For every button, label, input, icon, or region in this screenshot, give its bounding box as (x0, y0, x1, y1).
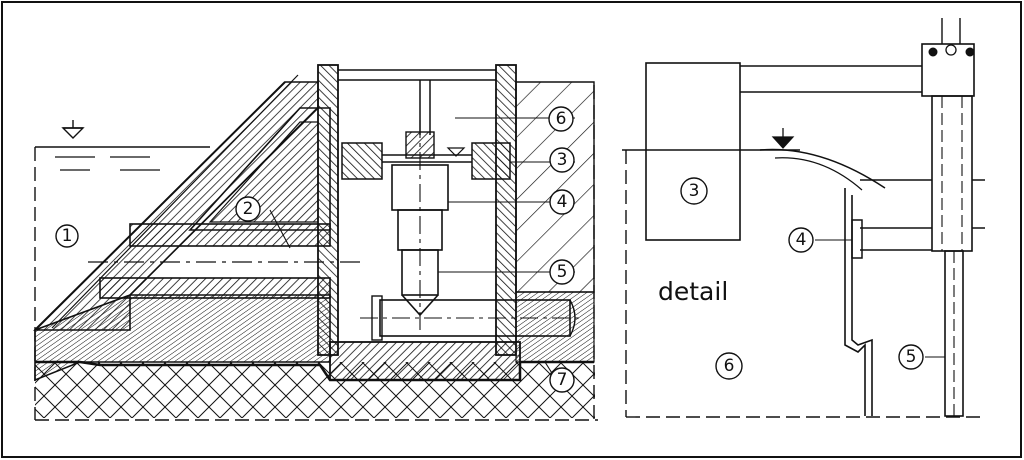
detail-label: detail (658, 277, 728, 306)
svg-text:3: 3 (557, 150, 568, 170)
section-view (33, 64, 598, 421)
label-c1: 1 (55, 224, 79, 248)
label-c7: 7 (549, 367, 575, 393)
svg-text:1: 1 (62, 226, 73, 246)
svg-text:5: 5 (906, 347, 917, 367)
label-d5: 5 (898, 344, 924, 370)
label-c4: 4 (549, 189, 575, 215)
svg-text:3: 3 (689, 181, 700, 201)
label-d6: 6 (715, 352, 743, 380)
svg-text:4: 4 (557, 192, 568, 212)
svg-text:2: 2 (243, 199, 254, 219)
label-c5: 5 (549, 259, 575, 285)
detail-view (622, 18, 985, 418)
label-c2: 2 (235, 196, 261, 222)
svg-text:6: 6 (724, 356, 735, 376)
label-d3: 3 (680, 177, 708, 205)
label-c3: 3 (549, 147, 575, 173)
svg-text:7: 7 (557, 370, 568, 390)
svg-text:5: 5 (557, 262, 568, 282)
svg-text:6: 6 (556, 109, 567, 129)
label-c6: 6 (548, 106, 574, 132)
label-d4: 4 (788, 227, 814, 253)
svg-text:4: 4 (796, 230, 807, 250)
